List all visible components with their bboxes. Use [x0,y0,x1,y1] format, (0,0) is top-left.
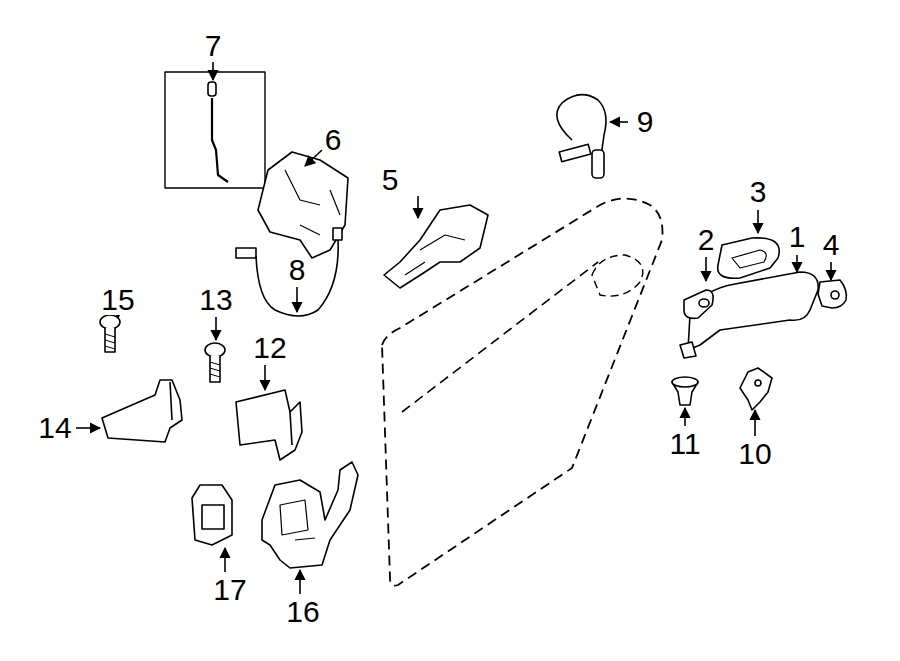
callout-number: 11 [667,429,702,459]
callout-number: 12 [251,333,288,363]
callout-number: 4 [821,230,842,260]
callout-number: 6 [323,125,344,155]
callout-number: 9 [635,107,656,137]
callout-number: 7 [203,31,224,61]
callout-number: 5 [380,165,401,195]
callout-number: 2 [696,225,717,255]
callout-number: 15 [99,285,136,315]
callout-number: 16 [284,597,321,627]
callout-number: 1 [787,222,808,252]
door-outline [382,199,663,586]
callout-number: 14 [36,413,73,443]
callout-number: 3 [748,177,769,207]
leader-arrows [76,62,831,594]
callout-number: 17 [211,575,248,605]
callout-number: 10 [736,439,773,469]
callout-number: 8 [287,255,308,285]
callout-number: 13 [197,285,234,315]
